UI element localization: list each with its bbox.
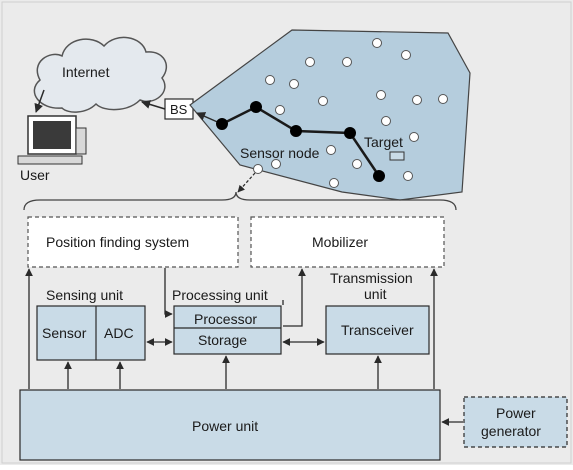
- sensor-node-highlight: [253, 164, 263, 174]
- idle-node: [438, 94, 448, 104]
- idle-nodes: [253, 38, 448, 188]
- mobilizer-box: [250, 216, 445, 268]
- user-computer-icon: [17, 115, 87, 165]
- internet-label: Internet: [62, 64, 110, 80]
- position-finding-label: Position finding system: [46, 234, 189, 250]
- active-node: [250, 101, 262, 113]
- idle-node: [326, 145, 336, 155]
- bs-to-internet-arrow: [141, 100, 166, 110]
- idle-node: [376, 90, 386, 100]
- processing-unit-label: Processing unit: [172, 287, 268, 303]
- idle-node: [409, 132, 419, 142]
- sensor-node-zoom-arrow: [237, 172, 256, 193]
- connector-arrows: [25, 268, 463, 426]
- bs-label: BS: [170, 102, 188, 117]
- processing-to-mobilizer-arrow: [283, 268, 306, 327]
- sensing-unit-box: [36, 305, 146, 361]
- idle-node: [265, 75, 275, 85]
- transmission-unit-label-line1: Transmission: [330, 270, 413, 286]
- idle-node: [381, 116, 391, 126]
- storage-label: Storage: [198, 332, 247, 348]
- idle-node: [403, 171, 413, 181]
- processing-unit-box: [173, 305, 282, 355]
- processor-label: Processor: [194, 311, 257, 327]
- target-marker: [389, 151, 405, 161]
- idle-node: [372, 38, 382, 48]
- active-node: [290, 125, 302, 137]
- position-to-processing-arrow: [164, 268, 173, 318]
- idle-node: [401, 50, 411, 60]
- user-label: User: [20, 167, 50, 183]
- position-finding-box: [27, 216, 239, 268]
- power-generator-box: [463, 396, 568, 448]
- power-generator-label-line2: generator: [481, 423, 541, 439]
- active-node: [373, 170, 385, 182]
- idle-node: [342, 57, 352, 67]
- idle-node: [305, 57, 315, 67]
- idle-node: [412, 95, 422, 105]
- sensor-label: Sensor: [42, 325, 87, 341]
- active-node: [216, 118, 228, 130]
- power-generator-label-line1: Power: [496, 405, 536, 421]
- mobilizer-label: Mobilizer: [312, 234, 368, 250]
- active-nodes: [216, 101, 385, 182]
- idle-node: [275, 105, 285, 115]
- idle-node: [352, 159, 362, 169]
- idle-node: [289, 79, 299, 89]
- target-label: Target: [364, 134, 403, 150]
- adc-label: ADC: [104, 325, 134, 341]
- power-unit-label: Power unit: [192, 418, 258, 434]
- idle-node: [271, 159, 281, 169]
- sensor-field: [189, 29, 471, 201]
- idle-node: [318, 96, 328, 106]
- transmission-unit-label-line2: unit: [364, 286, 387, 302]
- transceiver-label: Transceiver: [341, 322, 414, 338]
- idle-node: [329, 178, 339, 188]
- transceiver-box: [325, 305, 430, 355]
- sensor-node-label: Sensor node: [240, 145, 320, 161]
- internet-to-user-arrow: [34, 89, 45, 113]
- zoom-brace: [23, 191, 457, 211]
- sensing-unit-label: Sensing unit: [46, 287, 123, 303]
- internet-cloud: Internet: [33, 36, 167, 113]
- power-unit-box: [19, 389, 441, 461]
- active-node: [344, 127, 356, 139]
